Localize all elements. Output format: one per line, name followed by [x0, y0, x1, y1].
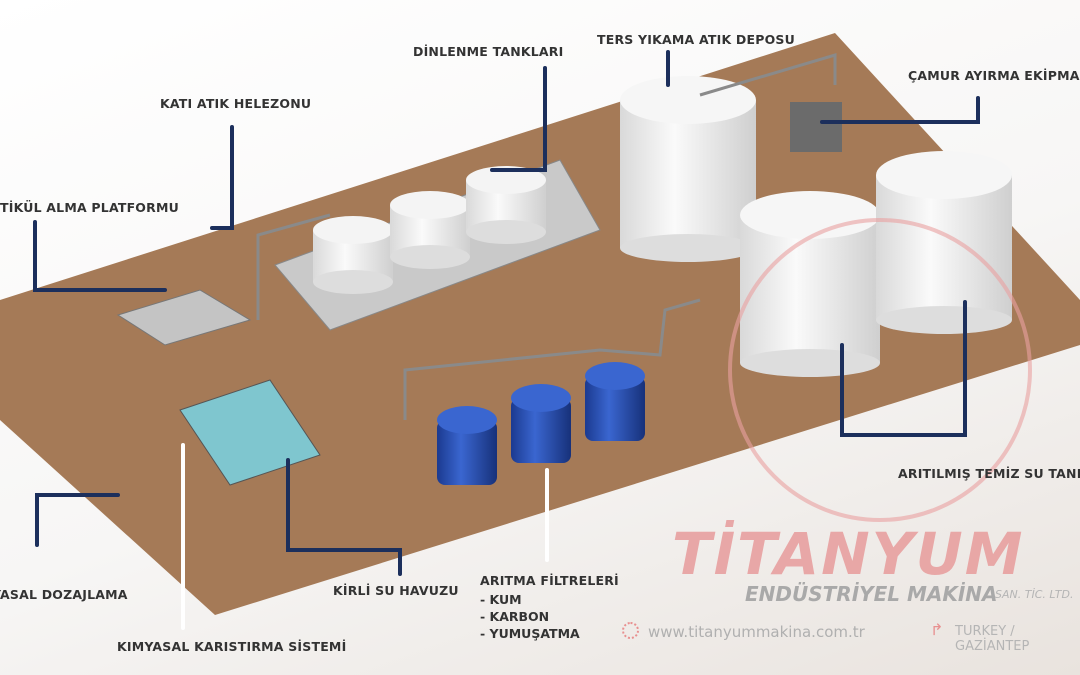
sludge-separator — [790, 102, 842, 152]
filter-item: - YUMUŞATMA — [480, 626, 580, 641]
filter-item: - KUM — [480, 592, 522, 607]
pool — [179, 379, 321, 486]
logo-watermark-circle — [728, 218, 1032, 522]
brand-subtitle-2: SAN. TİC. LTD. — [995, 588, 1074, 601]
settling-tanks — [313, 166, 546, 294]
leader-lines — [33, 50, 980, 576]
label-kati-atik-helezonu: KATI ATIK HELEZONU — [160, 96, 312, 111]
brand-subtitle: ENDÜSTRİYEL MAKİNA — [745, 582, 998, 606]
label-dinlenme-tanklari: DİNLENME TANKLARI — [413, 44, 564, 59]
location-text: TURKEY / GAZİANTEP — [955, 624, 1030, 654]
label-aritma-filtreleri: ARITMA FİLTRELERİ — [480, 573, 619, 588]
label-temiz-su-tanki: ARITILMIŞ TEMİZ SU TANKI — [898, 466, 1080, 481]
label-platform: TİKÜL ALMA PLATFORMU — [0, 200, 179, 215]
label-camur-ayirma: ÇAMUR AYIRMA EKİPMANI — [908, 68, 1080, 83]
filter-item: - KARBON — [480, 609, 550, 624]
pipes — [256, 52, 837, 420]
label-karistirma-sistemi: KIMYASAL KARISTIRMA SİSTEMİ — [117, 639, 347, 654]
brand-watermark: TİTANYUM — [672, 520, 1025, 588]
screening-platform — [116, 289, 252, 346]
filter-tanks — [437, 362, 645, 485]
filter-list: - KUM - KARBON - YUMUŞATMA — [480, 591, 580, 642]
white-leader-lines — [181, 443, 549, 630]
turn-arrow-icon: ↱ — [930, 620, 944, 639]
label-ters-yikama: TERS YIKAMA ATIK DEPOSU — [597, 32, 795, 47]
label-kirli-su-havuzu: KİRLİ SU HAVUZU — [333, 583, 459, 598]
globe-icon — [622, 622, 639, 639]
label-dozajlama: YASAL DOZAJLAMA — [0, 587, 128, 602]
website-link[interactable]: www.titanyummakina.com.tr — [648, 623, 865, 641]
